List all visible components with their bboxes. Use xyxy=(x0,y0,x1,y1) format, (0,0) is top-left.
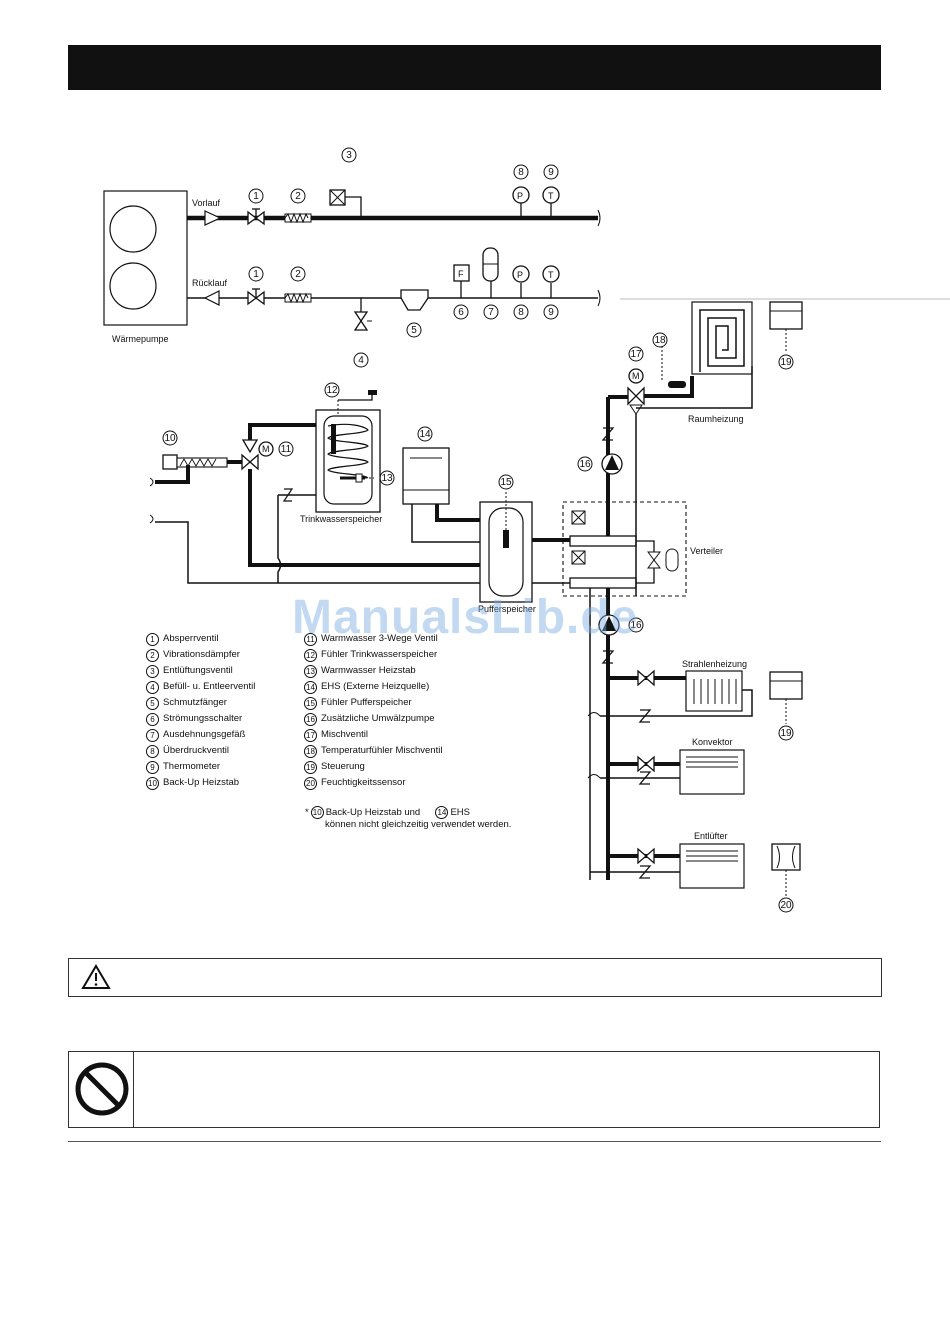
svg-text:M: M xyxy=(632,371,640,381)
prohibited-icon xyxy=(75,1062,129,1116)
svg-text:5: 5 xyxy=(411,325,417,336)
label-pufferspeicher: Pufferspeicher xyxy=(478,604,536,614)
bottom-divider xyxy=(68,1141,881,1142)
svg-text:P: P xyxy=(517,270,523,280)
prohibition-icon-cell xyxy=(69,1052,134,1127)
svg-text:17: 17 xyxy=(630,349,642,360)
svg-text:P: P xyxy=(517,191,523,201)
svg-text:F: F xyxy=(458,269,464,279)
svg-text:1: 1 xyxy=(253,191,259,202)
svg-text:6: 6 xyxy=(458,307,464,318)
label-ruecklauf: Rücklauf xyxy=(192,278,228,288)
svg-text:3: 3 xyxy=(346,150,352,161)
svg-text:10: 10 xyxy=(164,433,176,444)
svg-text:T: T xyxy=(548,270,554,280)
svg-text:18: 18 xyxy=(654,335,666,346)
svg-text:14: 14 xyxy=(419,429,431,440)
svg-text:T: T xyxy=(548,191,554,201)
svg-text:7: 7 xyxy=(488,307,494,318)
svg-text:16: 16 xyxy=(630,620,642,631)
svg-text:19: 19 xyxy=(780,728,792,739)
watermark: ManualsLib.de xyxy=(292,591,639,644)
heat-pump-unit xyxy=(103,190,188,326)
svg-text:9: 9 xyxy=(548,167,554,178)
svg-text:2: 2 xyxy=(295,191,301,202)
label-waermepumpe: Wärmepumpe xyxy=(112,334,169,344)
svg-text:20: 20 xyxy=(780,900,792,911)
svg-text:M: M xyxy=(262,444,270,454)
label-trinkwasserspeicher: Trinkwasserspeicher xyxy=(300,514,382,524)
svg-text:11: 11 xyxy=(281,444,292,455)
svg-text:9: 9 xyxy=(548,307,554,318)
label-verteiler: Verteiler xyxy=(690,546,723,556)
svg-text:2: 2 xyxy=(295,269,301,280)
svg-text:1: 1 xyxy=(253,269,259,280)
svg-text:12: 12 xyxy=(326,385,338,396)
svg-text:4: 4 xyxy=(358,355,364,366)
svg-text:13: 13 xyxy=(381,473,393,484)
warning-triangle-icon xyxy=(81,964,111,989)
svg-text:19: 19 xyxy=(780,357,792,368)
svg-text:15: 15 xyxy=(500,477,512,488)
header-bar xyxy=(68,45,881,90)
label-strahlenheizung: Strahlenheizung xyxy=(682,659,747,669)
label-vorlauf: Vorlauf xyxy=(192,198,221,208)
label-konvektor: Konvektor xyxy=(692,737,733,747)
svg-text:8: 8 xyxy=(518,307,524,318)
label-entluefter: Entlüfter xyxy=(694,831,728,841)
svg-text:8: 8 xyxy=(518,167,524,178)
hydraulic-diagram: Wärmepumpe Vorlauf P T Rücklauf F P T 1 xyxy=(103,147,950,913)
prohibition-box xyxy=(68,1051,880,1128)
label-raumheizung: Raumheizung xyxy=(688,414,744,424)
svg-text:16: 16 xyxy=(579,459,591,470)
warning-box xyxy=(68,958,882,997)
